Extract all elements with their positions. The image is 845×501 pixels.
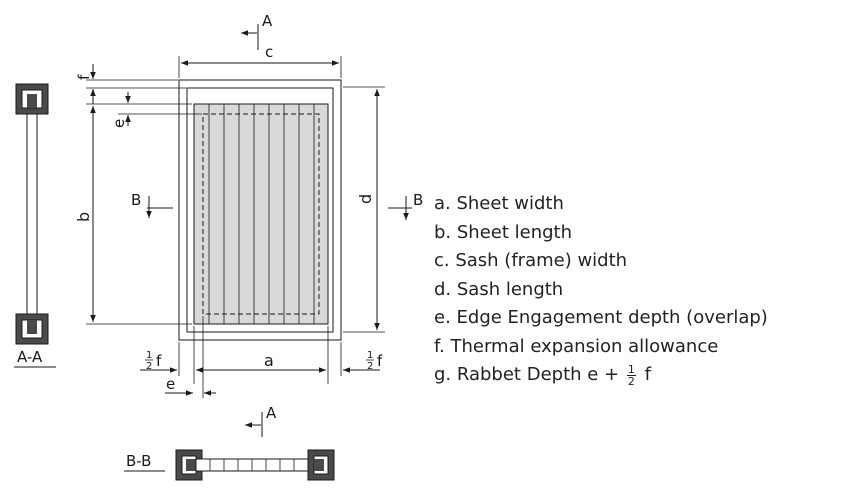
legend-item-e: e. Edge Engagement depth (overlap) [434,307,768,328]
dimension-f-label: f [75,74,93,80]
legend-list: a. Sheet width b. Sheet length c. Sash (… [434,190,768,390]
section-arrow-a-top: A [241,12,273,50]
dimension-e-top: e [110,92,202,128]
sash-frame [178,79,342,341]
dimension-e-top-label: e [110,119,128,128]
dimension-e-bottom-label: e [166,375,175,393]
half-f-left-var: f [156,352,162,370]
section-b-label-left: B [131,191,141,209]
half-f-left-num: 1 [146,350,152,361]
polycarbonate-sheet [193,103,329,325]
legend-item-d: d. Sash length [434,278,564,300]
section-aa-bottom-profile [15,313,49,345]
dimension-e-bottom: e [165,316,216,398]
legend-item-g-fraction: 1 2 [626,362,636,388]
half-f-left-den: 2 [146,361,152,372]
legend-item-a: a. Sheet width [434,193,564,214]
section-bb-title: B-B [126,452,151,470]
section-aa-view: A-A [14,83,56,368]
half-f-right-var: f [377,352,383,370]
section-b-label-right: B [413,191,423,209]
legend-item-g-suffix: f [644,364,651,385]
legend-item-f: f. Thermal expansion allowance [434,335,719,357]
section-bb-sheet [195,458,315,472]
dimension-c: c [178,43,342,78]
half-f-right-den: 2 [367,361,373,372]
dimension-a-label: a [264,351,274,370]
section-arrow-a-bottom: A [245,404,277,437]
legend-item-g: g. Rabbet Depth e + 1 2 f [434,361,768,390]
section-arrow-b-left: B [131,191,173,218]
section-aa-sheet [26,113,38,315]
legend-item-c: c. Sash (frame) width [434,250,628,271]
section-aa-title: A-A [17,348,43,366]
dimension-c-label: c [265,43,273,61]
legend-item-g-den: 2 [627,374,635,388]
legend-item-b: b. Sheet length [434,221,573,243]
half-f-right-num: 1 [367,350,373,361]
dimension-f-top: f [75,64,186,104]
dimension-d-label: d [356,194,375,204]
engagement-outline [202,113,320,315]
dimension-b-label: b [74,212,93,222]
legend-item-g-num: 1 [626,362,636,376]
section-a-label-bottom: A [266,404,277,422]
dimension-a: a 1 2 f 1 2 f [140,326,383,384]
section-bb-view: B-B [124,449,335,481]
section-arrow-b-right: B [388,191,423,220]
dimension-b: b [74,103,192,325]
legend-item-g-prefix: g. Rabbet Depth e + [434,364,620,385]
dimension-d: d [343,86,385,333]
section-a-label-top: A [262,12,273,30]
